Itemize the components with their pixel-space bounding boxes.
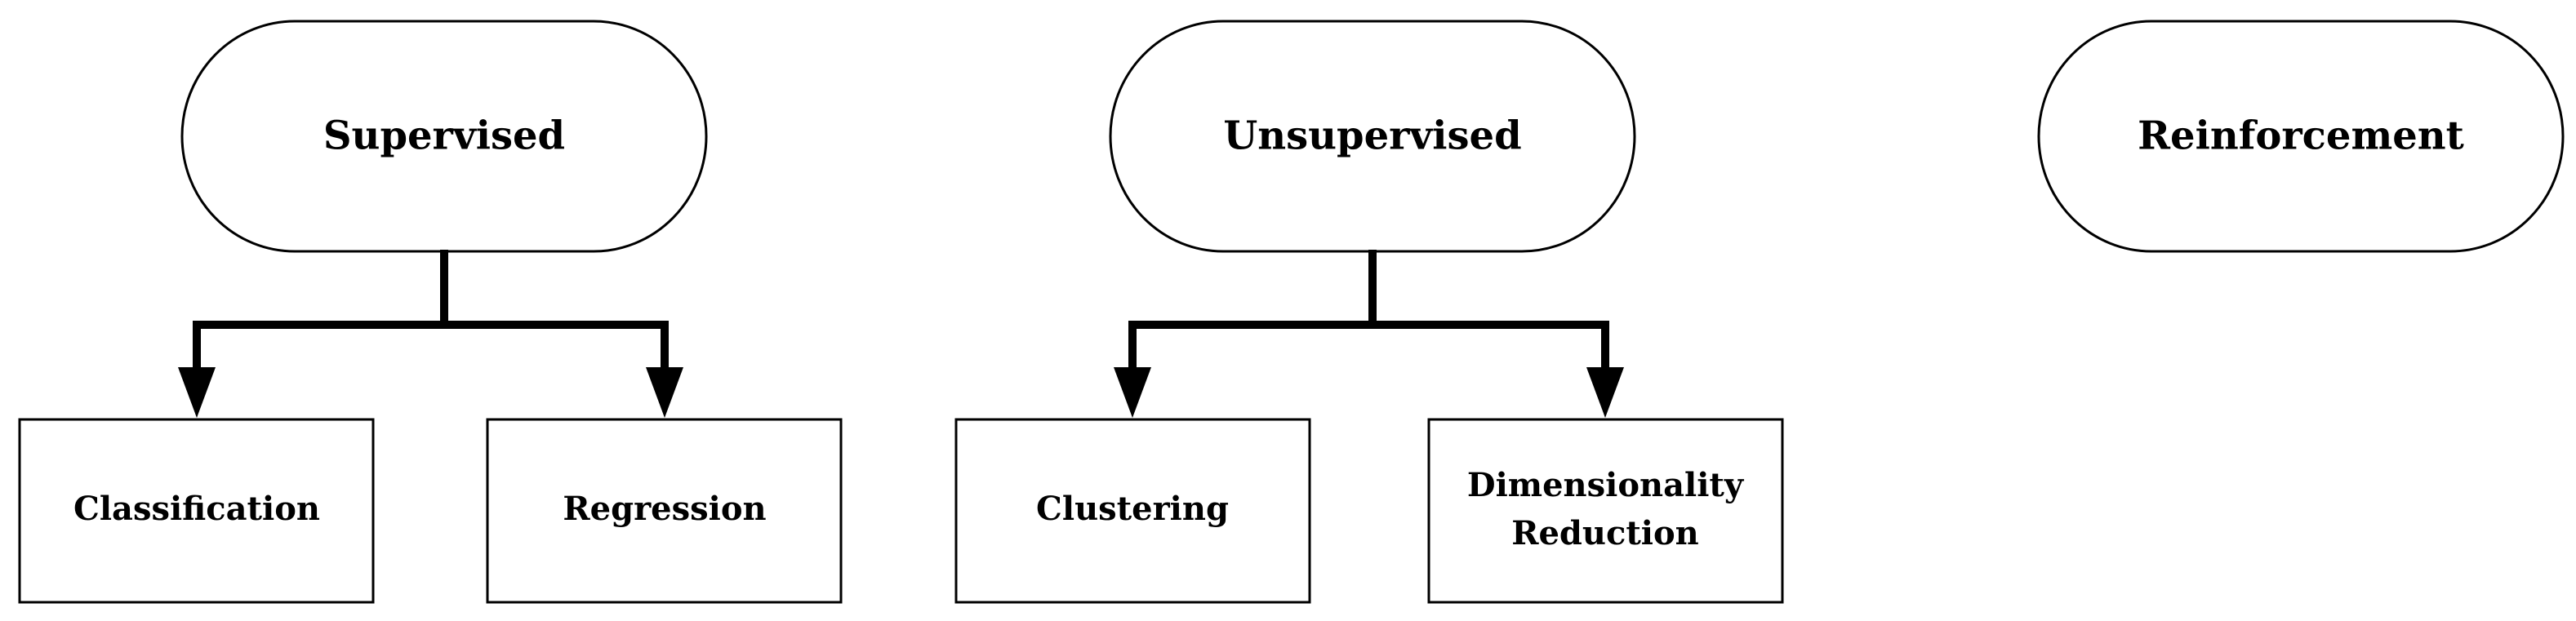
node-dimensionality-reduction: Dimensionality Reduction xyxy=(1427,418,1784,604)
node-regression: Regression xyxy=(486,418,843,604)
arrowhead-clustering xyxy=(1114,367,1151,418)
node-dimensionality-reduction-label-line1: Dimensionality xyxy=(1467,466,1745,504)
node-reinforcement-label: Reinforcement xyxy=(2138,113,2464,159)
node-clustering-shape xyxy=(954,418,1311,604)
node-reinforcement: Reinforcement xyxy=(2037,20,2565,253)
node-regression-shape xyxy=(486,418,843,604)
node-unsupervised-label: Unsupervised xyxy=(1223,113,1521,159)
node-reinforcement-shape xyxy=(2037,20,2565,253)
connector-supervised xyxy=(178,250,683,418)
node-clustering: Clustering xyxy=(954,418,1311,604)
node-classification-label: Classification xyxy=(73,490,320,528)
node-dimensionality-reduction-shape xyxy=(1427,418,1784,604)
node-dimensionality-reduction-label-line2: Reduction xyxy=(1511,514,1699,552)
connector-unsupervised-branch xyxy=(1128,321,1609,369)
node-unsupervised: Unsupervised xyxy=(1109,20,1636,253)
node-supervised-label: Supervised xyxy=(323,113,565,159)
arrowhead-classification xyxy=(178,367,216,418)
node-clustering-label: Clustering xyxy=(1036,490,1229,528)
node-classification: Classification xyxy=(18,418,375,604)
node-supervised: Supervised xyxy=(180,20,708,253)
node-regression-label: Regression xyxy=(563,490,766,528)
arrowhead-regression xyxy=(646,367,683,418)
connector-supervised-branch xyxy=(193,321,669,369)
connector-unsupervised xyxy=(1114,250,1624,418)
node-classification-shape xyxy=(18,418,375,604)
arrowhead-dimensionality-reduction xyxy=(1586,367,1624,418)
